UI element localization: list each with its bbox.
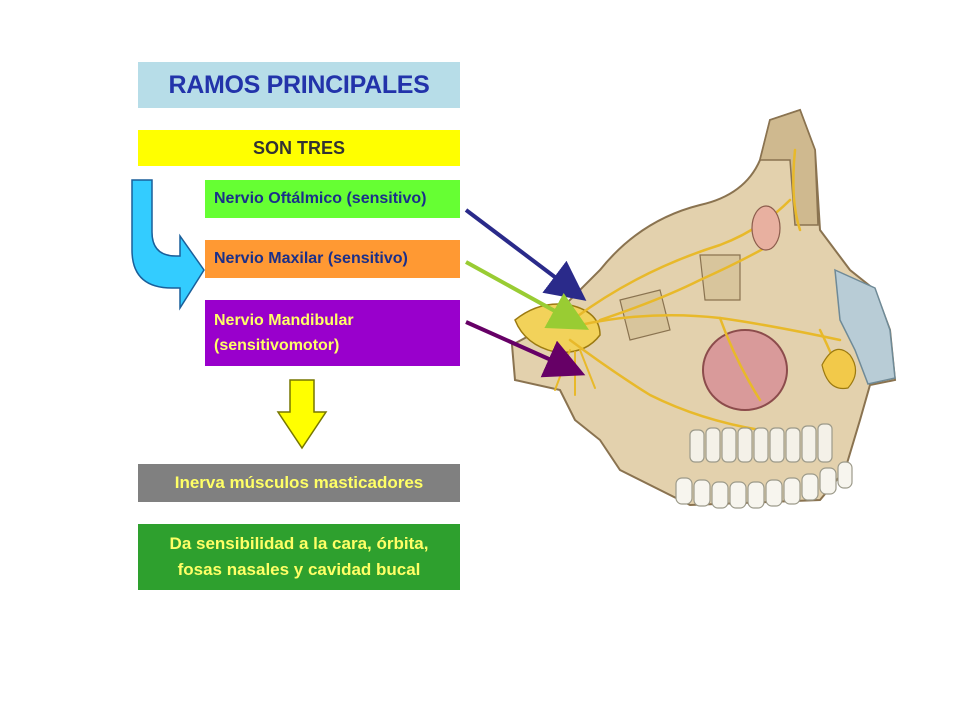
page-title: RAMOS PRINCIPALES bbox=[168, 70, 430, 99]
curved-arrow-icon bbox=[131, 179, 205, 311]
ophthalmic-nerve-box: Nervio Oftálmico (sensitivo) bbox=[205, 180, 460, 218]
skull-illustration bbox=[510, 108, 897, 509]
subtitle-text: SON TRES bbox=[252, 137, 345, 158]
title-box: RAMOS PRINCIPALES bbox=[138, 62, 460, 108]
motor-function-label: Inerva músculos masticadores bbox=[174, 473, 424, 492]
maxillary-nerve-label: Nervio Maxilar (sensitivo) bbox=[214, 250, 408, 267]
mandibular-pointer-arrow bbox=[465, 320, 586, 378]
subtitle-box: SON TRES bbox=[138, 130, 460, 166]
maxillary-pointer-arrow bbox=[465, 260, 590, 330]
sensory-function-box: Da sensibilidad a la cara, órbita, fosas… bbox=[138, 524, 460, 590]
maxillary-nerve-box: Nervio Maxilar (sensitivo) bbox=[205, 240, 460, 278]
mandibular-nerve-label-line1: Nervio Mandibular bbox=[214, 312, 354, 329]
mandibular-nerve-label-line2: (sensitivomotor) bbox=[214, 337, 340, 354]
mandibular-nerve-box: Nervio Mandibular (sensitivomotor) bbox=[205, 300, 460, 366]
sensory-function-line2: fosas nasales y cavidad bucal bbox=[177, 560, 421, 579]
motor-function-box: Inerva músculos masticadores bbox=[138, 464, 460, 502]
sensory-function-line1: Da sensibilidad a la cara, órbita, bbox=[169, 534, 429, 553]
ophthalmic-nerve-label: Nervio Oftálmico (sensitivo) bbox=[214, 190, 427, 207]
ophthalmic-pointer-arrow bbox=[464, 208, 587, 301]
down-arrow-icon bbox=[276, 379, 328, 450]
